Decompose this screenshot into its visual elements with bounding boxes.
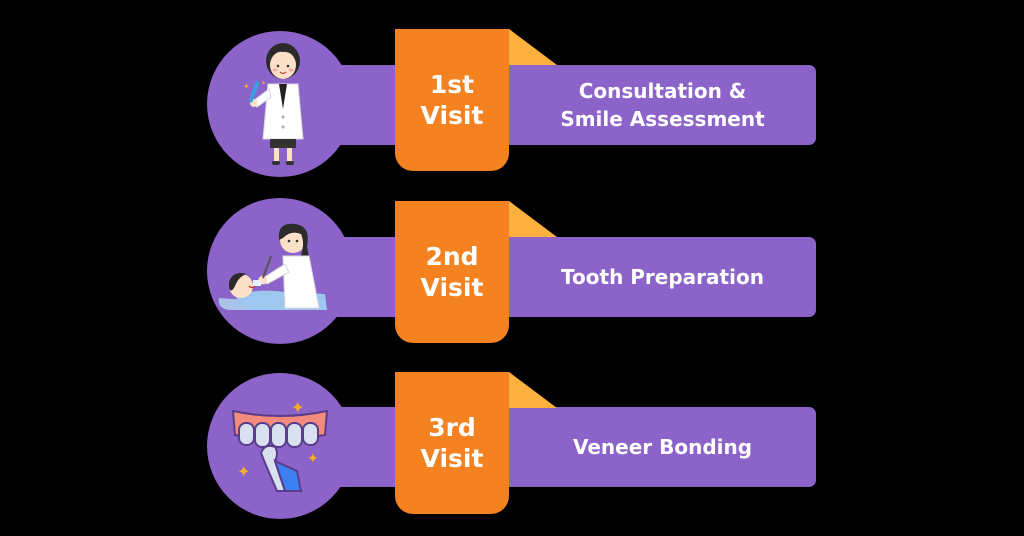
svg-text:✦: ✦ [261,80,266,87]
visit-label: Visit [420,101,484,130]
visit-tab: 3rd Visit [395,372,509,514]
visit-number: 2nd [425,242,479,271]
step-title-line1: Consultation & [578,79,747,103]
tab-fold [509,372,557,408]
step-title-line2: Smile Assessment [560,107,765,131]
step-1: ✦ ✦ 1st Visit Consultation & Smile Asses… [0,0,1024,177]
veneer-teeth-sparkle-icon: ✦ ✦ ✦ [231,398,329,492]
step-2: 2nd Visit Tooth Preparation [0,0,1024,344]
step-title: Tooth Preparation [509,237,816,317]
step-title: Veneer Bonding [509,407,816,487]
step-title-line1: Tooth Preparation [561,265,764,289]
visit-tab: 2nd Visit [395,201,509,343]
tab-fold [509,201,557,237]
visit-number: 3rd [428,413,476,442]
dentist-treating-patient-icon [218,223,327,310]
svg-text:✦: ✦ [307,451,319,467]
visit-number: 1st [429,70,475,99]
step-title: Consultation & Smile Assessment [509,65,816,145]
step-bar [270,407,816,487]
step-title-line1: Veneer Bonding [572,435,753,459]
step-bar [270,237,816,317]
visit-tab: 1st Visit [395,29,509,171]
step-icon-circle: ✦ ✦ ✦ [207,373,353,519]
svg-text:✦: ✦ [291,398,304,417]
visit-label: Visit [420,444,484,473]
step-bar [270,65,816,145]
svg-text:✦: ✦ [237,462,250,481]
doctor-with-toothbrush-icon: ✦ ✦ [243,43,304,165]
step-icon-circle [207,198,353,344]
step-3: ✦ ✦ ✦ 3rd Visit Veneer Bonding [0,0,1024,519]
step-icon-circle: ✦ ✦ [207,31,353,177]
visit-label: Visit [420,273,484,302]
svg-text:✦: ✦ [243,82,250,91]
